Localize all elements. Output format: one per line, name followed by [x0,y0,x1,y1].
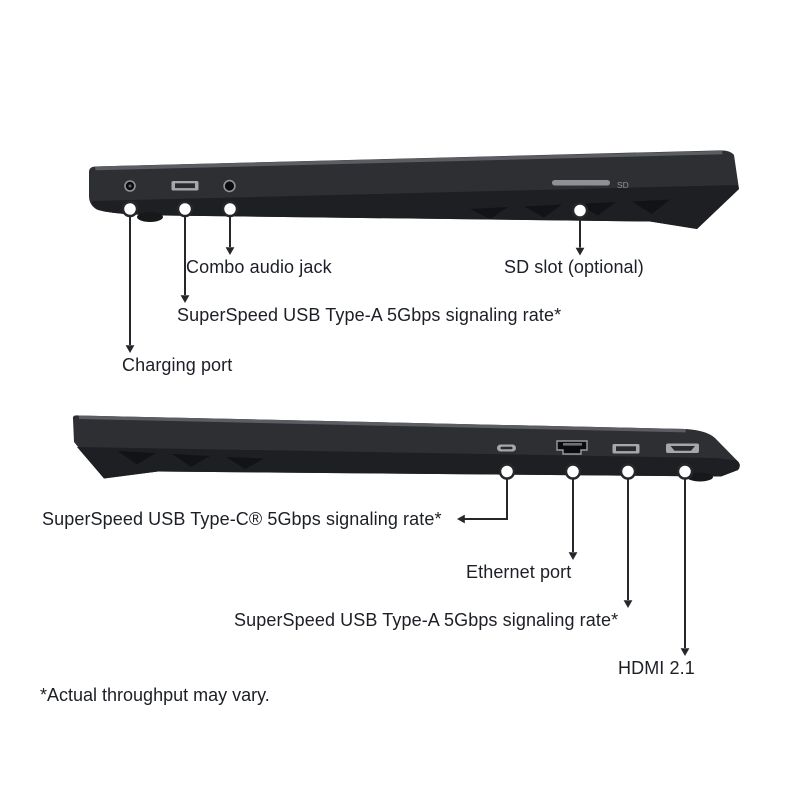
charging-port-pin [128,184,132,188]
usb-a-port-icon [171,181,199,191]
disclaimer-text: *Actual throughput may vary. [40,685,270,705]
ethernet-callout-arrow [568,552,578,560]
label-ethernet-port: Ethernet port [466,562,572,582]
usb-c-port-icon [497,444,516,452]
sd-callout-arrow [575,247,585,256]
usb-c-callout-line [464,479,508,520]
rear-vents [118,451,264,469]
label-charging-port: Charging port [122,355,233,375]
rubber-foot [137,212,163,222]
callouts-left-side [129,216,581,345]
sd-slot-marking: SD [617,180,629,190]
rubber-foot [687,472,713,482]
callout-arrows-left-side [125,247,585,353]
usb-a-callout-dot [176,200,194,218]
label-usb-c: SuperSpeed USB Type-C® 5Gbps signaling r… [42,509,442,529]
charging-callout-dot [121,200,139,218]
charging-callout-arrow [125,345,135,353]
label-hdmi: HDMI 2.1 [618,658,695,678]
label-sd-slot: SD slot (optional) [504,257,644,277]
ethernet-port-icon [556,440,588,455]
usb-a-callout-arrow [180,295,190,303]
callout-arrows-right-side [457,514,690,656]
laptop-left-side-illustration: SD [89,150,740,229]
hdmi-port-icon [666,443,699,453]
label-usb-a-right-side: SuperSpeed USB Type-A 5Gbps signaling ra… [234,610,619,630]
callouts-right-side [464,479,686,648]
label-usb-a-left-side: SuperSpeed USB Type-A 5Gbps signaling ra… [177,305,562,325]
callout-dots-left-side [121,200,589,219]
laptop-right-side-illustration [72,415,740,482]
audio-callout-dot [221,200,239,218]
ethernet-callout-dot [564,463,582,480]
sd-callout-dot [571,202,589,219]
usb-a-callout-dot [619,463,637,480]
usb-a-port-icon [612,444,640,454]
audio-jack-port-icon [223,179,236,193]
usb-c-callout-arrow [457,514,465,524]
hdmi-callout-arrow [680,648,690,656]
hdmi-callout-dot [676,463,694,480]
laptop-lid-highlight [79,415,686,433]
callout-dots-right-side [498,463,694,480]
laptop-lid-highlight [95,150,723,171]
label-combo-audio-jack: Combo audio jack [186,257,332,277]
sd-slot-icon [552,180,610,186]
usb-a-callout-arrow [623,600,633,608]
audio-callout-arrow [225,247,235,255]
rear-vents [470,199,670,219]
usb-c-callout-dot [498,463,516,480]
